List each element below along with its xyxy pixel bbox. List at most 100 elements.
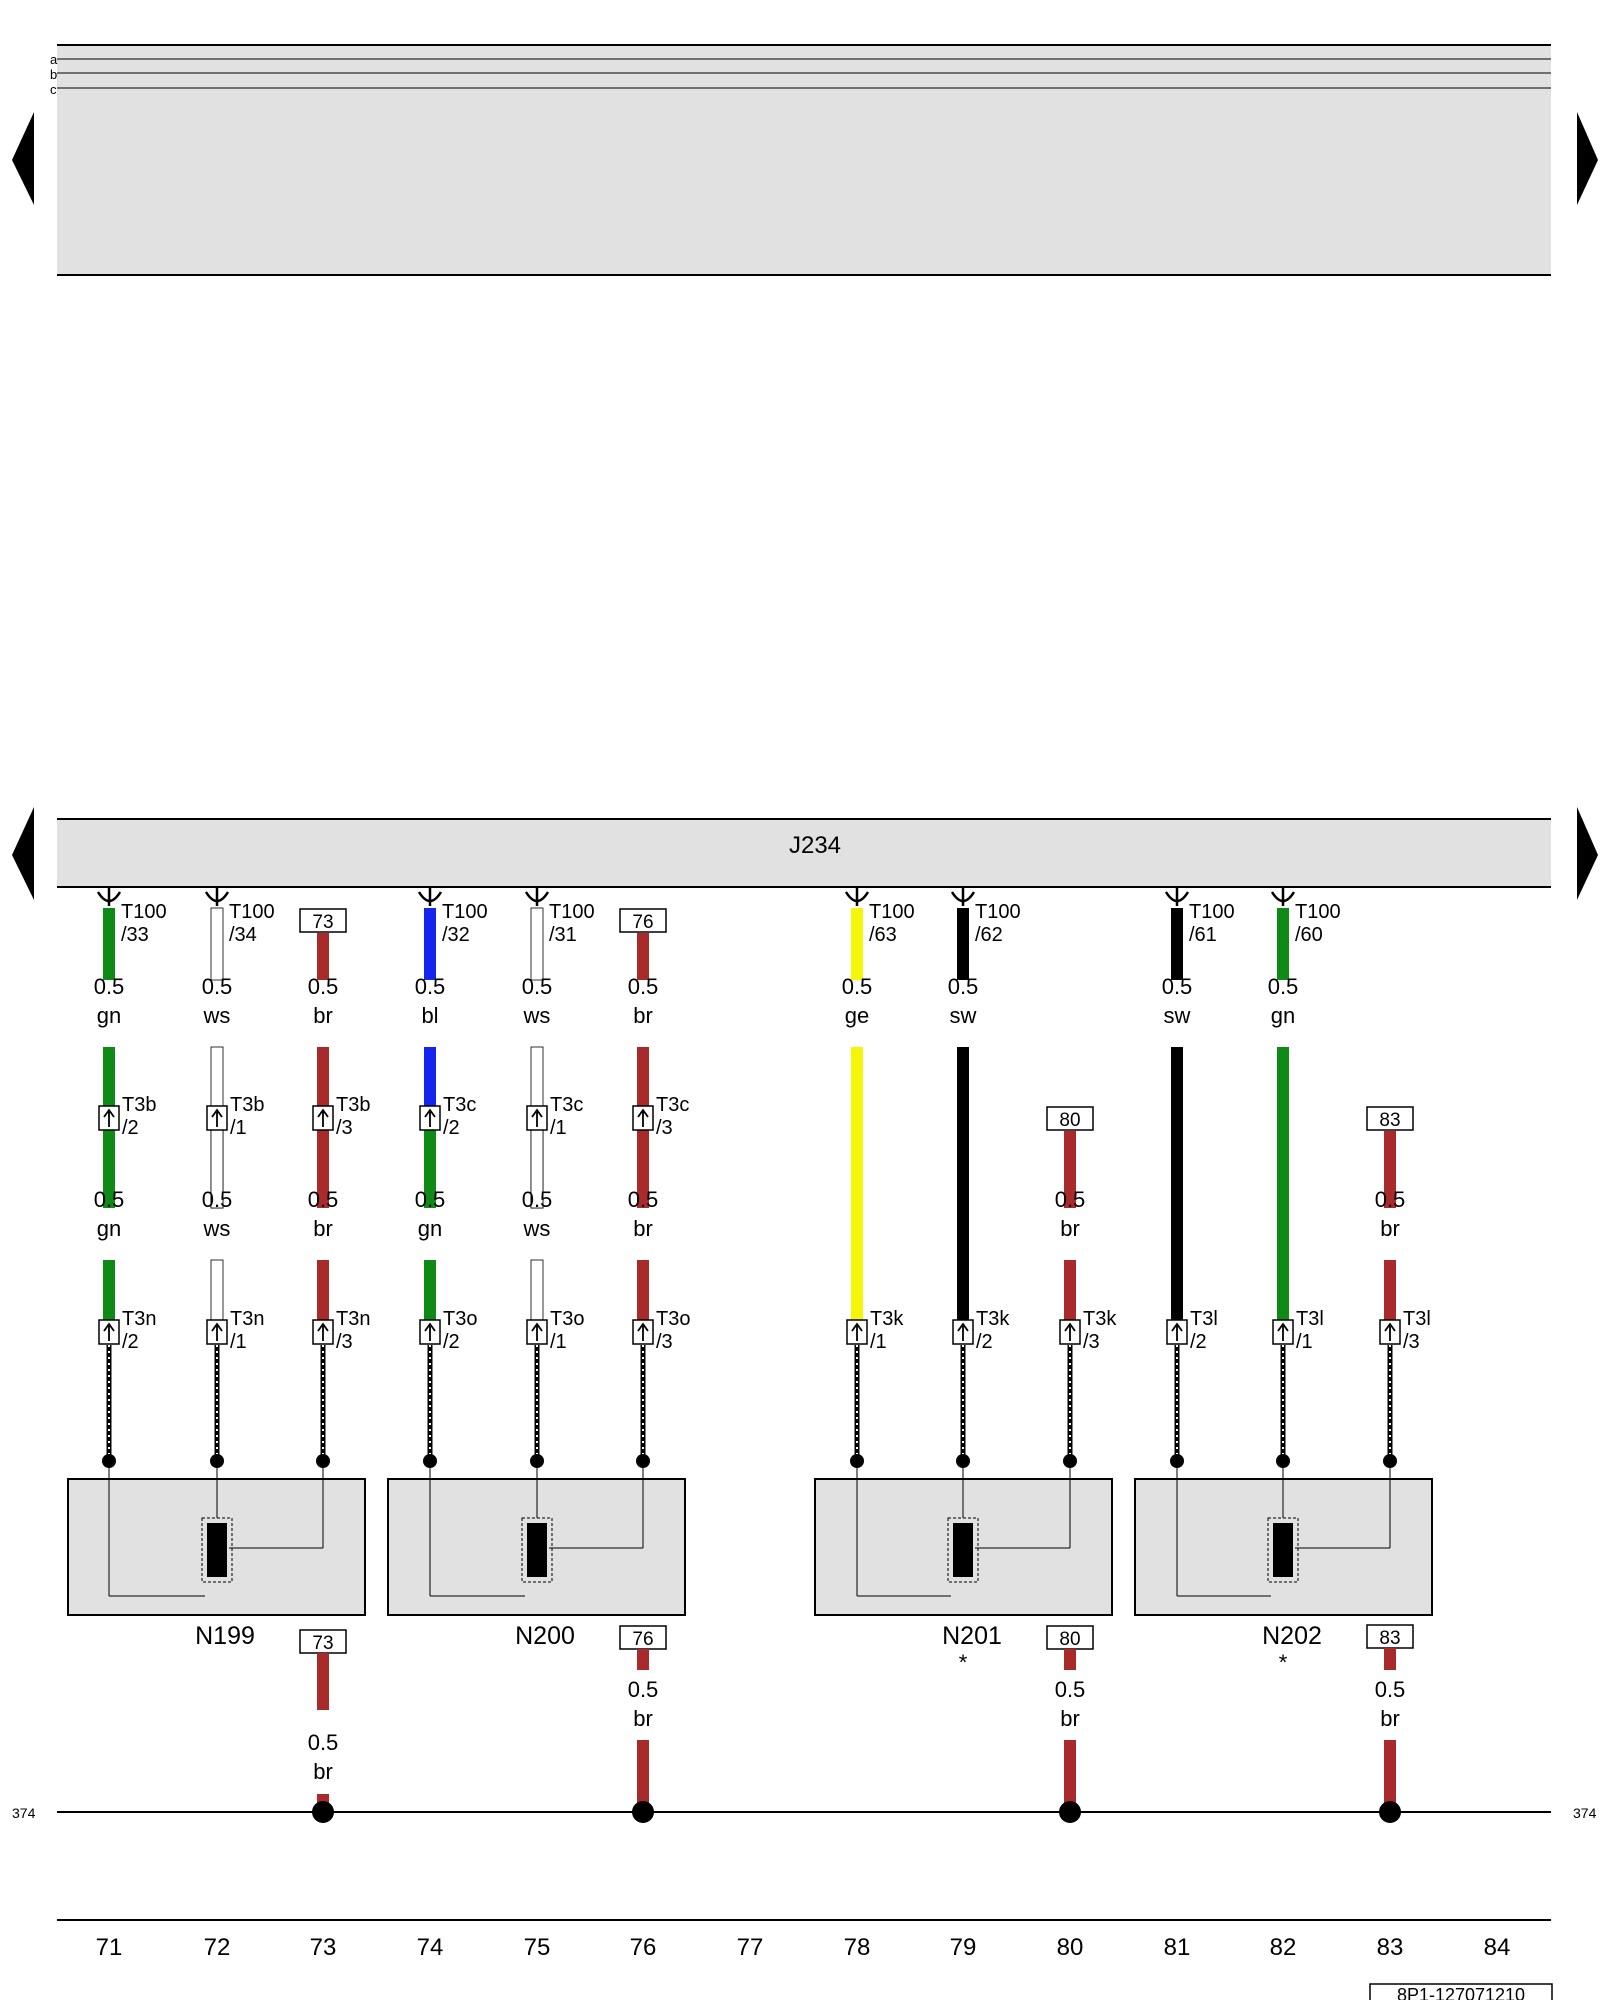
bus-label-left: 374 bbox=[12, 1805, 36, 1821]
color-code-1: sw bbox=[1164, 1003, 1191, 1028]
connector-icon bbox=[1379, 1319, 1401, 1345]
wire-segment-2 bbox=[1277, 1047, 1289, 1320]
connector-icon bbox=[206, 1319, 228, 1345]
wire-segment-2-body bbox=[1384, 1131, 1396, 1208]
plug-icon bbox=[1270, 888, 1296, 906]
low-connector-pin: /3 bbox=[1083, 1331, 1100, 1353]
component-n199: N199 bbox=[67, 1461, 366, 1650]
gauge-1: 0.5 bbox=[1268, 974, 1299, 999]
low-connector-pin: /3 bbox=[336, 1331, 353, 1353]
gauge-1: 0.5 bbox=[202, 974, 233, 999]
connector-icon-arrow bbox=[531, 1108, 543, 1127]
mid-connector-name: T3c bbox=[443, 1094, 476, 1116]
connector-icon bbox=[419, 1319, 441, 1345]
column-number: 77 bbox=[737, 1934, 764, 1961]
low-connector-pin: /3 bbox=[1403, 1331, 1420, 1353]
connector-icon bbox=[526, 1319, 548, 1345]
color-code-2: br bbox=[633, 1216, 653, 1241]
ground-ref-box: 76 bbox=[619, 1625, 667, 1650]
color-code-1: gn bbox=[97, 1003, 121, 1028]
wire-segment-1 bbox=[957, 908, 969, 980]
low-connector-pin: /2 bbox=[122, 1331, 139, 1353]
next-page-arrow-icon-2[interactable] bbox=[1577, 807, 1598, 900]
mid-ref-box: 83 bbox=[1366, 1106, 1414, 1131]
connector-icon-arrow bbox=[211, 1108, 223, 1127]
ground-wire-a bbox=[317, 1653, 329, 1710]
wire-segment-1-body bbox=[103, 908, 115, 980]
gauge-2: 0.5 bbox=[202, 1187, 233, 1212]
ground-junction-dot bbox=[1059, 1801, 1081, 1823]
mid-connector-name: T3c bbox=[550, 1094, 583, 1116]
low-connector-name: T3l bbox=[1190, 1308, 1218, 1330]
connector-icon-arrow bbox=[851, 1322, 863, 1341]
wire-segment-1-body bbox=[957, 908, 969, 980]
ground-ref-box: 80 bbox=[1046, 1625, 1094, 1650]
gauge-2: 0.5 bbox=[522, 1187, 553, 1212]
valve-frame bbox=[201, 1517, 233, 1583]
ground-ref-box-text: 80 bbox=[1059, 1629, 1080, 1650]
color-code-2: ws bbox=[203, 1216, 231, 1241]
column-number: 79 bbox=[950, 1934, 977, 1961]
solenoid-icon bbox=[1273, 1523, 1293, 1577]
column-number: 78 bbox=[844, 1934, 871, 1961]
connector-icon-arrow bbox=[211, 1322, 223, 1341]
connector-icon bbox=[952, 1319, 974, 1345]
row-label-c: c bbox=[50, 82, 57, 97]
top-ref-box-frame bbox=[619, 908, 667, 933]
prev-page-arrow-icon[interactable] bbox=[12, 112, 34, 205]
connector-icon-arrow bbox=[317, 1322, 329, 1341]
control-unit-box bbox=[57, 819, 1551, 887]
wire-segment-1 bbox=[637, 933, 649, 980]
wire-segment-1-body bbox=[851, 908, 863, 980]
ground-wire-b-body bbox=[637, 1740, 649, 1812]
wire-segment-1-body bbox=[530, 907, 544, 981]
low-connector-pin: /1 bbox=[230, 1331, 247, 1353]
plug-icon bbox=[204, 888, 230, 906]
plug-icon bbox=[524, 888, 550, 906]
gauge-1: 0.5 bbox=[628, 974, 659, 999]
ground-wire-a-body bbox=[317, 1653, 329, 1710]
connector-icon-arrow bbox=[637, 1322, 649, 1341]
next-page-arrow-icon[interactable] bbox=[1577, 112, 1598, 205]
column-number: 82 bbox=[1270, 1934, 1297, 1961]
wire-segment-2b bbox=[637, 1118, 649, 1208]
ground-wire-b bbox=[1384, 1740, 1396, 1812]
wire-segment-2b-body bbox=[637, 1118, 649, 1208]
wire-segment-2-body bbox=[851, 1047, 863, 1320]
wire-segment-2-body bbox=[1064, 1131, 1076, 1208]
gauge-1: 0.5 bbox=[522, 974, 553, 999]
wire-segment-2 bbox=[851, 1047, 863, 1320]
connector-icon-arrow bbox=[531, 1322, 543, 1341]
solenoid-icon bbox=[207, 1523, 227, 1577]
wire-segment-3 bbox=[103, 1260, 115, 1320]
wire-segment-3 bbox=[1064, 1260, 1076, 1320]
color-code-1: ws bbox=[203, 1003, 231, 1028]
mid-ref-box-frame bbox=[1046, 1106, 1094, 1131]
component-label: N200 bbox=[515, 1622, 575, 1650]
mid-connector-name: T3b bbox=[122, 1094, 156, 1116]
mid-ref-box: 80 bbox=[1046, 1106, 1094, 1131]
wire-segment-1 bbox=[1277, 908, 1289, 980]
wire-segment-3-body bbox=[103, 1260, 115, 1320]
column-number: 84 bbox=[1484, 1934, 1511, 1961]
mid-connector-pin: /1 bbox=[230, 1117, 247, 1139]
top-connector-pin: /34 bbox=[229, 924, 257, 946]
component-n201: N201* bbox=[814, 1461, 1113, 1675]
prev-page-arrow-icon-2[interactable] bbox=[12, 807, 34, 900]
connector-icon-arrow bbox=[103, 1322, 115, 1341]
color-code-1: ws bbox=[523, 1003, 551, 1028]
low-connector-pin: /2 bbox=[976, 1331, 993, 1353]
column-number: 74 bbox=[417, 1934, 444, 1961]
ground-color: br bbox=[1060, 1706, 1080, 1731]
wire-segment-3 bbox=[317, 1260, 329, 1320]
top-connector-pin: /33 bbox=[121, 924, 149, 946]
mid-connector-pin: /3 bbox=[336, 1117, 353, 1139]
